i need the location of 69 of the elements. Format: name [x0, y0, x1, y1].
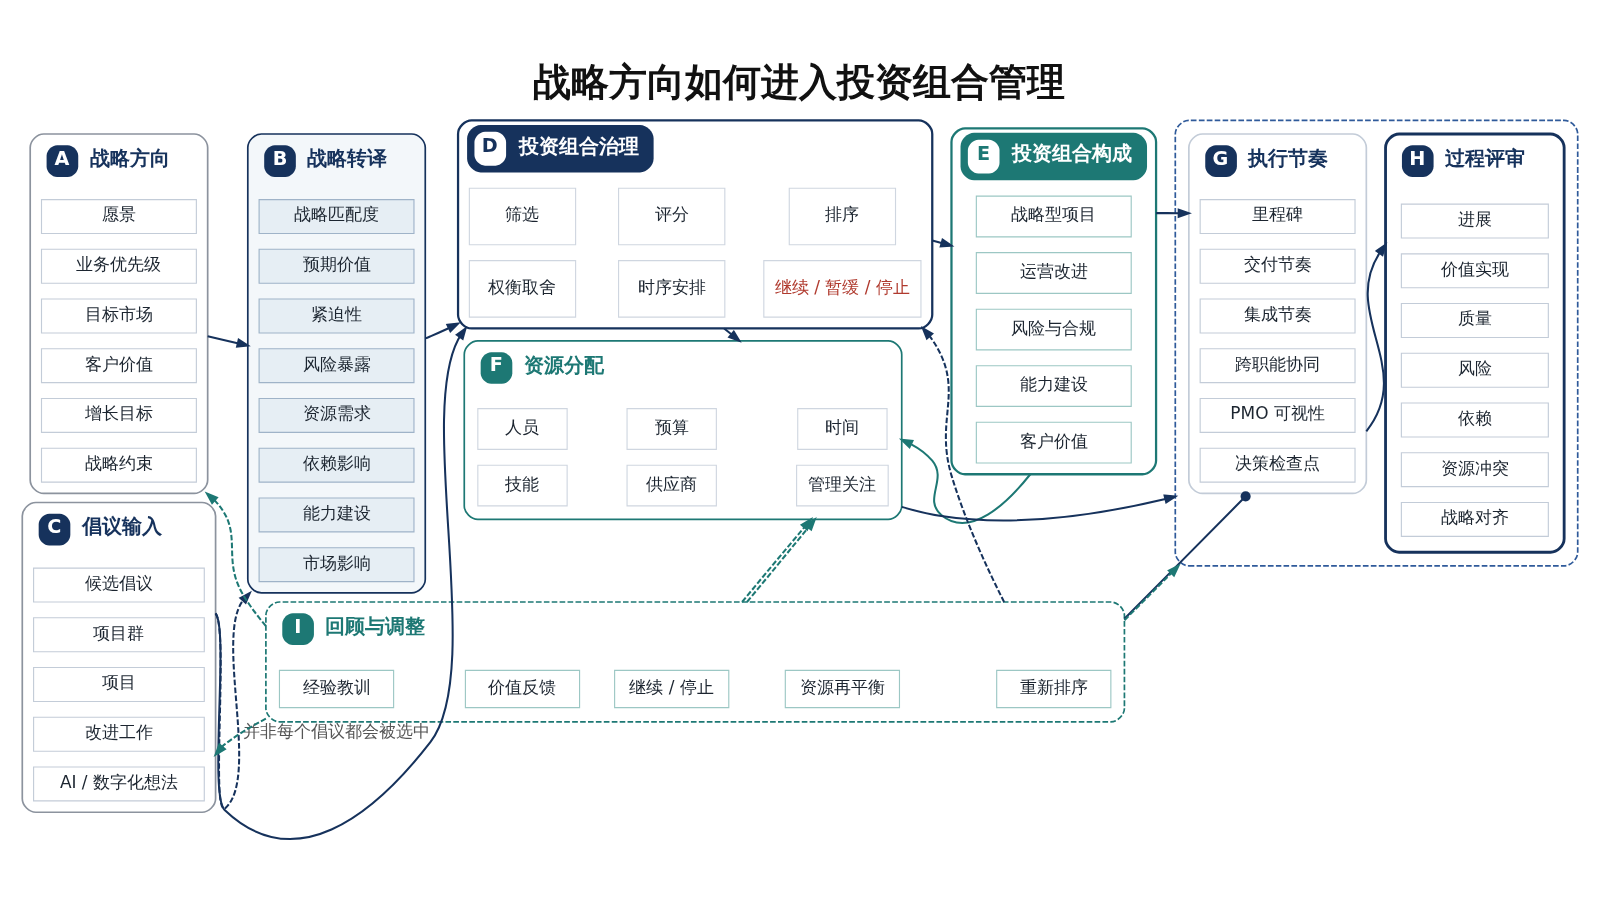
- node-box: 进展: [1400, 203, 1549, 239]
- node-box: 业务优先级: [40, 248, 197, 284]
- node-box: 战略型项目: [975, 195, 1132, 238]
- arrow: [204, 491, 267, 627]
- node-box: 客户价值: [975, 421, 1132, 464]
- node-box: 决策检查点: [1199, 447, 1356, 483]
- node-box: 战略约束: [40, 447, 197, 483]
- node-box: 依赖: [1400, 402, 1549, 438]
- node-box: 风险: [1400, 352, 1549, 388]
- diagram-title: 战略方向如何进入投资组合管理: [532, 58, 1065, 104]
- node-box: 依赖影响: [258, 447, 415, 483]
- node-box: AI / 数字化想法: [33, 766, 205, 802]
- node-box: 客户价值: [40, 348, 197, 384]
- node-box: 战略匹配度: [258, 199, 415, 235]
- node-box: 改进工作: [33, 716, 205, 752]
- arrow: [898, 438, 1032, 524]
- arrow: [1156, 208, 1192, 219]
- node-box: 资源冲突: [1400, 452, 1549, 488]
- node-box: 里程碑: [1199, 199, 1356, 235]
- node-box: 预算: [626, 408, 717, 450]
- node-box: 项目: [33, 666, 205, 703]
- arrow: [901, 494, 1179, 522]
- arrow: [932, 237, 955, 248]
- node-box: 能力建设: [258, 497, 415, 533]
- node-box: 时间: [797, 408, 888, 450]
- node-box: 交付节奏: [1199, 248, 1356, 284]
- node-box: 集成节奏: [1199, 298, 1356, 334]
- node-box: 增长目标: [40, 397, 197, 433]
- arrow: [214, 590, 252, 809]
- node-box: 能力建设: [975, 365, 1132, 407]
- node-box: 人员: [477, 408, 568, 450]
- node-box: 技能: [477, 464, 568, 507]
- arrow: [1365, 242, 1388, 432]
- node-box: 筛选: [468, 187, 577, 246]
- node-box: 跨职能协同: [1199, 348, 1356, 384]
- node-box: 经验教训: [278, 669, 395, 709]
- node-box: 质量: [1400, 303, 1549, 339]
- node-box: 时序安排: [618, 260, 726, 318]
- arrow: [213, 717, 267, 757]
- node-box: 价值反馈: [464, 669, 581, 709]
- node-box: 资源需求: [258, 397, 415, 433]
- node-box: 运营改进: [975, 252, 1132, 294]
- node-box: 价值实现: [1400, 253, 1549, 289]
- node-box: 候选倡议: [33, 567, 205, 603]
- arrow: [920, 326, 1005, 603]
- node-box: 目标市场: [40, 298, 197, 334]
- arrow: [1123, 563, 1181, 621]
- node-box: 排序: [788, 187, 897, 246]
- node-box: 战略对齐: [1400, 501, 1549, 537]
- node-box: 风险暴露: [258, 348, 415, 384]
- node-box: 重新排序: [996, 669, 1112, 709]
- node-box: PMO 可视性: [1199, 397, 1356, 433]
- node-box: 权衡取舍: [468, 260, 577, 318]
- arrow: [214, 325, 468, 840]
- node-box: 继续 / 停止: [614, 669, 730, 709]
- node-box: 愿景: [40, 199, 197, 235]
- node-box: 紧迫性: [258, 298, 415, 334]
- node-box: 资源再平衡: [784, 669, 901, 709]
- node-box: 管理关注: [796, 464, 889, 507]
- node-box: 项目群: [33, 617, 205, 653]
- node-box: 评分: [618, 187, 726, 246]
- connector: [1123, 491, 1251, 620]
- arrow: [207, 335, 251, 348]
- node-box: 市场影响: [258, 547, 415, 583]
- node-box: 风险与合规: [975, 308, 1132, 351]
- arrow: [424, 322, 461, 340]
- node-box: 继续 / 暂缓 / 停止: [763, 260, 922, 318]
- node-box: 供应商: [626, 464, 717, 507]
- node-box: 预期价值: [258, 248, 415, 284]
